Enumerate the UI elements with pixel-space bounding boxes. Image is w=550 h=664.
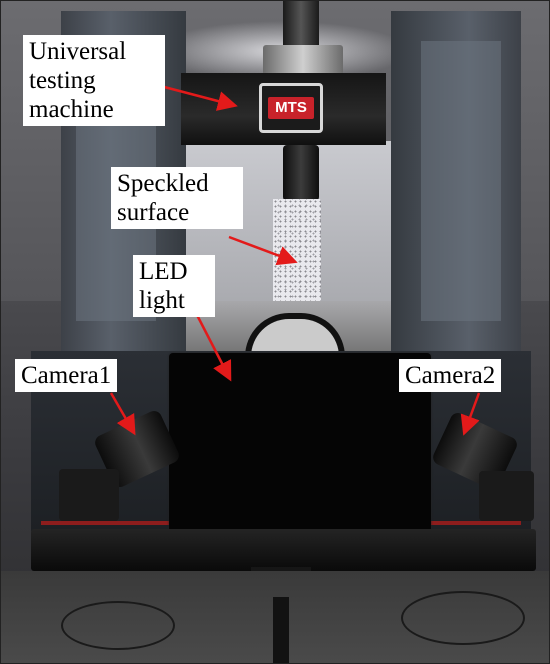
cable [401, 591, 525, 645]
tripod-leg-lower [273, 597, 289, 663]
base-red-stripe-left [41, 521, 171, 525]
label-universal-testing-machine: Universal testing machine [23, 35, 165, 126]
arrow-to-led [195, 314, 232, 382]
base-red-stripe-right [431, 521, 521, 525]
camera-rail [31, 529, 536, 571]
label-camera2: Camera2 [399, 359, 502, 392]
arrow-to-camera2 [460, 392, 481, 436]
label-speckled-surface: Speckled surface [111, 167, 243, 229]
load-cell [263, 45, 343, 75]
upper-rod [283, 1, 319, 51]
arrow-to-surface [228, 235, 298, 266]
grip-upper [283, 145, 319, 201]
camera1-body [59, 469, 119, 521]
label-camera1: Camera1 [15, 359, 118, 392]
mts-logo-badge: MTS [268, 97, 314, 119]
led-light-panel [169, 353, 431, 541]
label-led-light: LED light [133, 255, 215, 317]
camera2-body [479, 471, 534, 521]
right-column-window [421, 41, 501, 321]
arrow-to-camera1 [109, 392, 136, 436]
mts-logo: MTS [259, 83, 323, 133]
cable [61, 601, 175, 650]
